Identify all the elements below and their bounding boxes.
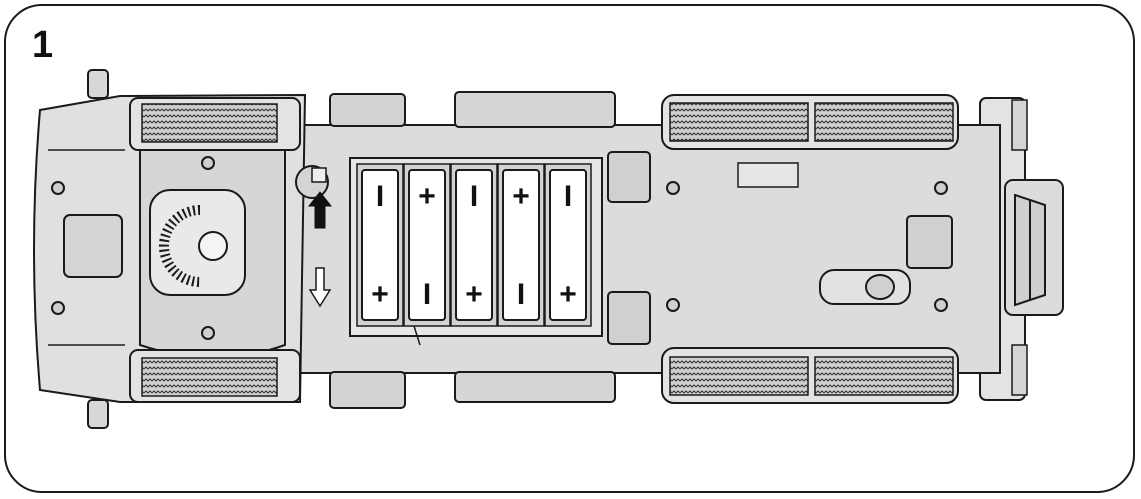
battery-1-top-terminal: I [376, 180, 384, 213]
battery-4-bottom-terminal: I [517, 278, 525, 311]
battery-3-bottom-terminal: + [465, 278, 483, 311]
slide-arrow-white [308, 267, 332, 308]
battery-3: I+ [450, 163, 498, 327]
unlock-arrow-black [307, 191, 333, 229]
battery-5: I+ [544, 163, 592, 327]
battery-1: I+ [356, 163, 404, 327]
battery-3-top-terminal: I [470, 180, 478, 213]
battery-4-top-terminal: + [512, 180, 530, 213]
battery-5-bottom-terminal: + [559, 278, 577, 311]
tires [129, 94, 959, 404]
battery-4: +I [497, 163, 545, 327]
battery-2: +I [403, 163, 451, 327]
battery-5-top-terminal: I [564, 180, 572, 213]
front-cab [33, 69, 307, 429]
step-number: 1 [32, 24, 54, 66]
battery-2-top-terminal: + [418, 180, 436, 213]
battery-1-bottom-terminal: + [371, 278, 389, 311]
mounting-brackets [607, 151, 953, 345]
battery-2-bottom-terminal: I [423, 278, 431, 311]
